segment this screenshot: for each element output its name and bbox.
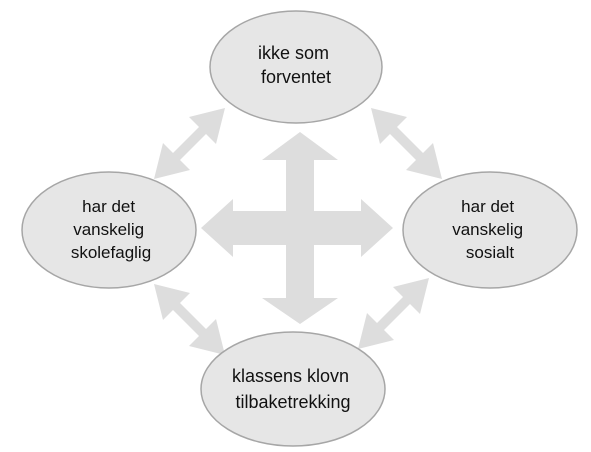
node-bottom-line-2: tilbaketrekking bbox=[235, 392, 350, 412]
node-right-label: har det vanskelig sosialt bbox=[452, 197, 528, 262]
node-bottom: klassens klovn tilbaketrekking bbox=[200, 331, 386, 447]
node-top: ikke som forventet bbox=[209, 10, 383, 124]
center-four-way-arrow bbox=[201, 132, 393, 324]
node-left-ellipse bbox=[21, 171, 197, 289]
node-top-label: ikke som forventet bbox=[258, 43, 334, 87]
node-top-ellipse bbox=[209, 10, 383, 124]
node-left-line-2: vanskelig bbox=[73, 220, 144, 239]
node-right-ellipse bbox=[402, 171, 578, 289]
node-top-line-1: ikke som bbox=[258, 43, 329, 63]
node-right: har det vanskelig sosialt bbox=[402, 171, 578, 289]
node-bottom-line-1: klassens klovn bbox=[232, 366, 349, 386]
node-right-line-1: har det bbox=[461, 197, 514, 216]
diagonal-arrow-bottom-left bbox=[154, 284, 225, 355]
node-right-line-2: vanskelig bbox=[452, 220, 523, 239]
node-left-label: har det vanskelig skolefaglig bbox=[71, 197, 151, 262]
node-bottom-label: klassens klovn tilbaketrekking bbox=[232, 366, 354, 412]
node-bottom-ellipse bbox=[200, 331, 386, 447]
diagonal-arrow-top-right bbox=[371, 108, 442, 179]
node-left: har det vanskelig skolefaglig bbox=[21, 171, 197, 289]
node-left-line-3: skolefaglig bbox=[71, 243, 151, 262]
node-right-line-3: sosialt bbox=[466, 243, 514, 262]
node-top-line-2: forventet bbox=[261, 67, 331, 87]
diagonal-arrow-bottom-right bbox=[358, 278, 429, 349]
diagonal-arrow-top-left bbox=[154, 108, 225, 179]
node-left-line-1: har det bbox=[82, 197, 135, 216]
